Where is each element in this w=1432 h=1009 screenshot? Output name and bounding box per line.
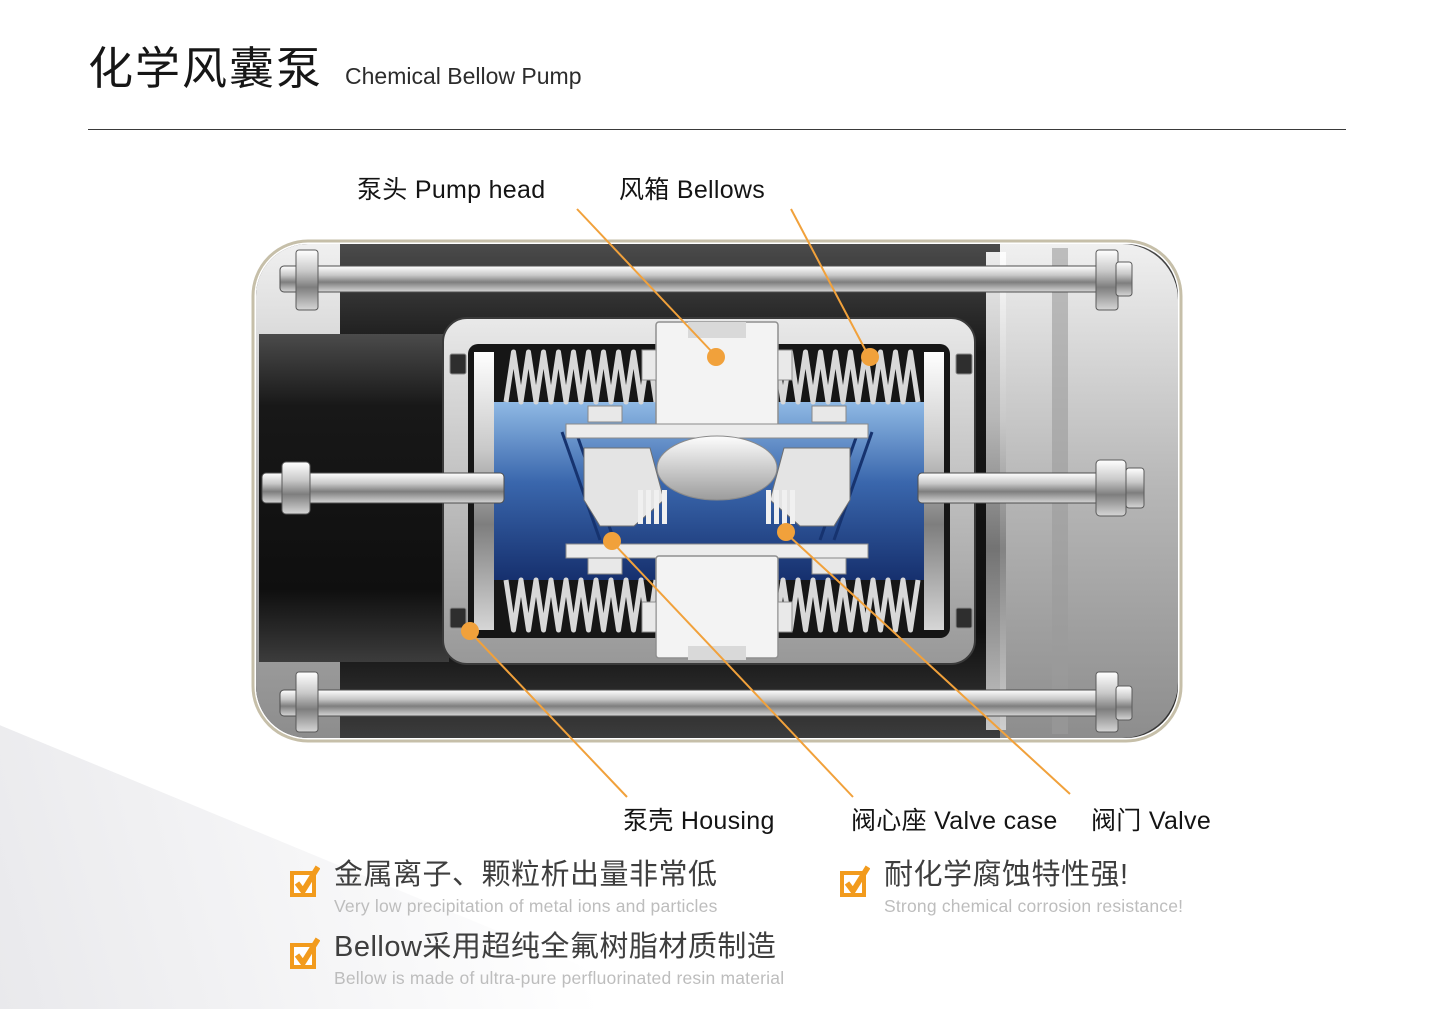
valve-assembly (565, 405, 869, 575)
callout-line-valve-case (614, 544, 854, 798)
callout-line-valve (788, 535, 1071, 795)
label-valve-case: 阀心座 Valve case (851, 807, 1058, 835)
callout-line-pump-head (576, 208, 714, 354)
page-title: 化学风囊泵 (88, 43, 324, 94)
feature-text: 金属离子、颗粒析出量非常低 Very low precipitation of … (334, 858, 718, 917)
feature-text-zh: 耐化学腐蚀特性强! (884, 859, 1129, 891)
checkmark-icon (840, 865, 870, 897)
drive-shaft (261, 459, 1145, 517)
tie-rod-bottom (279, 671, 1133, 733)
feature-text-en: Bellow is made of ultra-pure perfluorina… (334, 967, 785, 988)
callout-line-bellows (790, 208, 868, 354)
valve-case-block (641, 555, 793, 660)
feature-item-precipitation: 金属离子、颗粒析出量非常低 Very low precipitation of … (290, 858, 718, 917)
header-divider (88, 129, 1346, 130)
callout-line-housing (472, 634, 628, 798)
page-subtitle: Chemical Bellow Pump (345, 63, 582, 89)
page-header: 化学风囊泵 Chemical Bellow Pump (88, 42, 582, 96)
bellows-left-top (503, 349, 659, 405)
feature-text-en: Strong chemical corrosion resistance! (884, 895, 1184, 916)
label-valve: 阀门 Valve (1091, 807, 1212, 835)
label-bellows: 风箱 Bellows (619, 176, 766, 204)
callout-dot-valve (777, 523, 795, 541)
label-housing: 泵壳 Housing (623, 807, 775, 835)
feature-text-zh: 金属离子、颗粒析出量非常低 (334, 859, 718, 891)
callout-dot-housing (461, 622, 479, 640)
checkmark-icon (290, 865, 320, 897)
callout-dot-pump-head (707, 348, 725, 366)
bellows-right-bottom (765, 577, 921, 633)
pump-rim (251, 239, 1183, 743)
callout-dot-valve-case (603, 532, 621, 550)
feature-text-en: Very low precipitation of metal ions and… (334, 895, 718, 916)
feature-item-corrosion: 耐化学腐蚀特性强! Strong chemical corrosion resi… (840, 858, 1183, 917)
bellows-left-bottom (503, 577, 659, 633)
feature-item-material: Bellow采用超纯全氟树脂材质制造 Bellow is made of ult… (290, 930, 784, 989)
feature-text: Bellow采用超纯全氟树脂材质制造 Bellow is made of ult… (334, 930, 784, 989)
checkmark-icon (290, 937, 320, 969)
label-pump-head: 泵头 Pump head (357, 176, 546, 204)
feature-text-zh: Bellow采用超纯全氟树脂材质制造 (334, 931, 777, 963)
pump-head-block (641, 321, 793, 429)
callouts (461, 208, 1071, 798)
callout-dot-bellows (861, 348, 879, 366)
bellows-right-top (765, 349, 921, 405)
tie-rod-top (279, 249, 1133, 311)
feature-text: 耐化学腐蚀特性强! Strong chemical corrosion resi… (884, 858, 1183, 917)
